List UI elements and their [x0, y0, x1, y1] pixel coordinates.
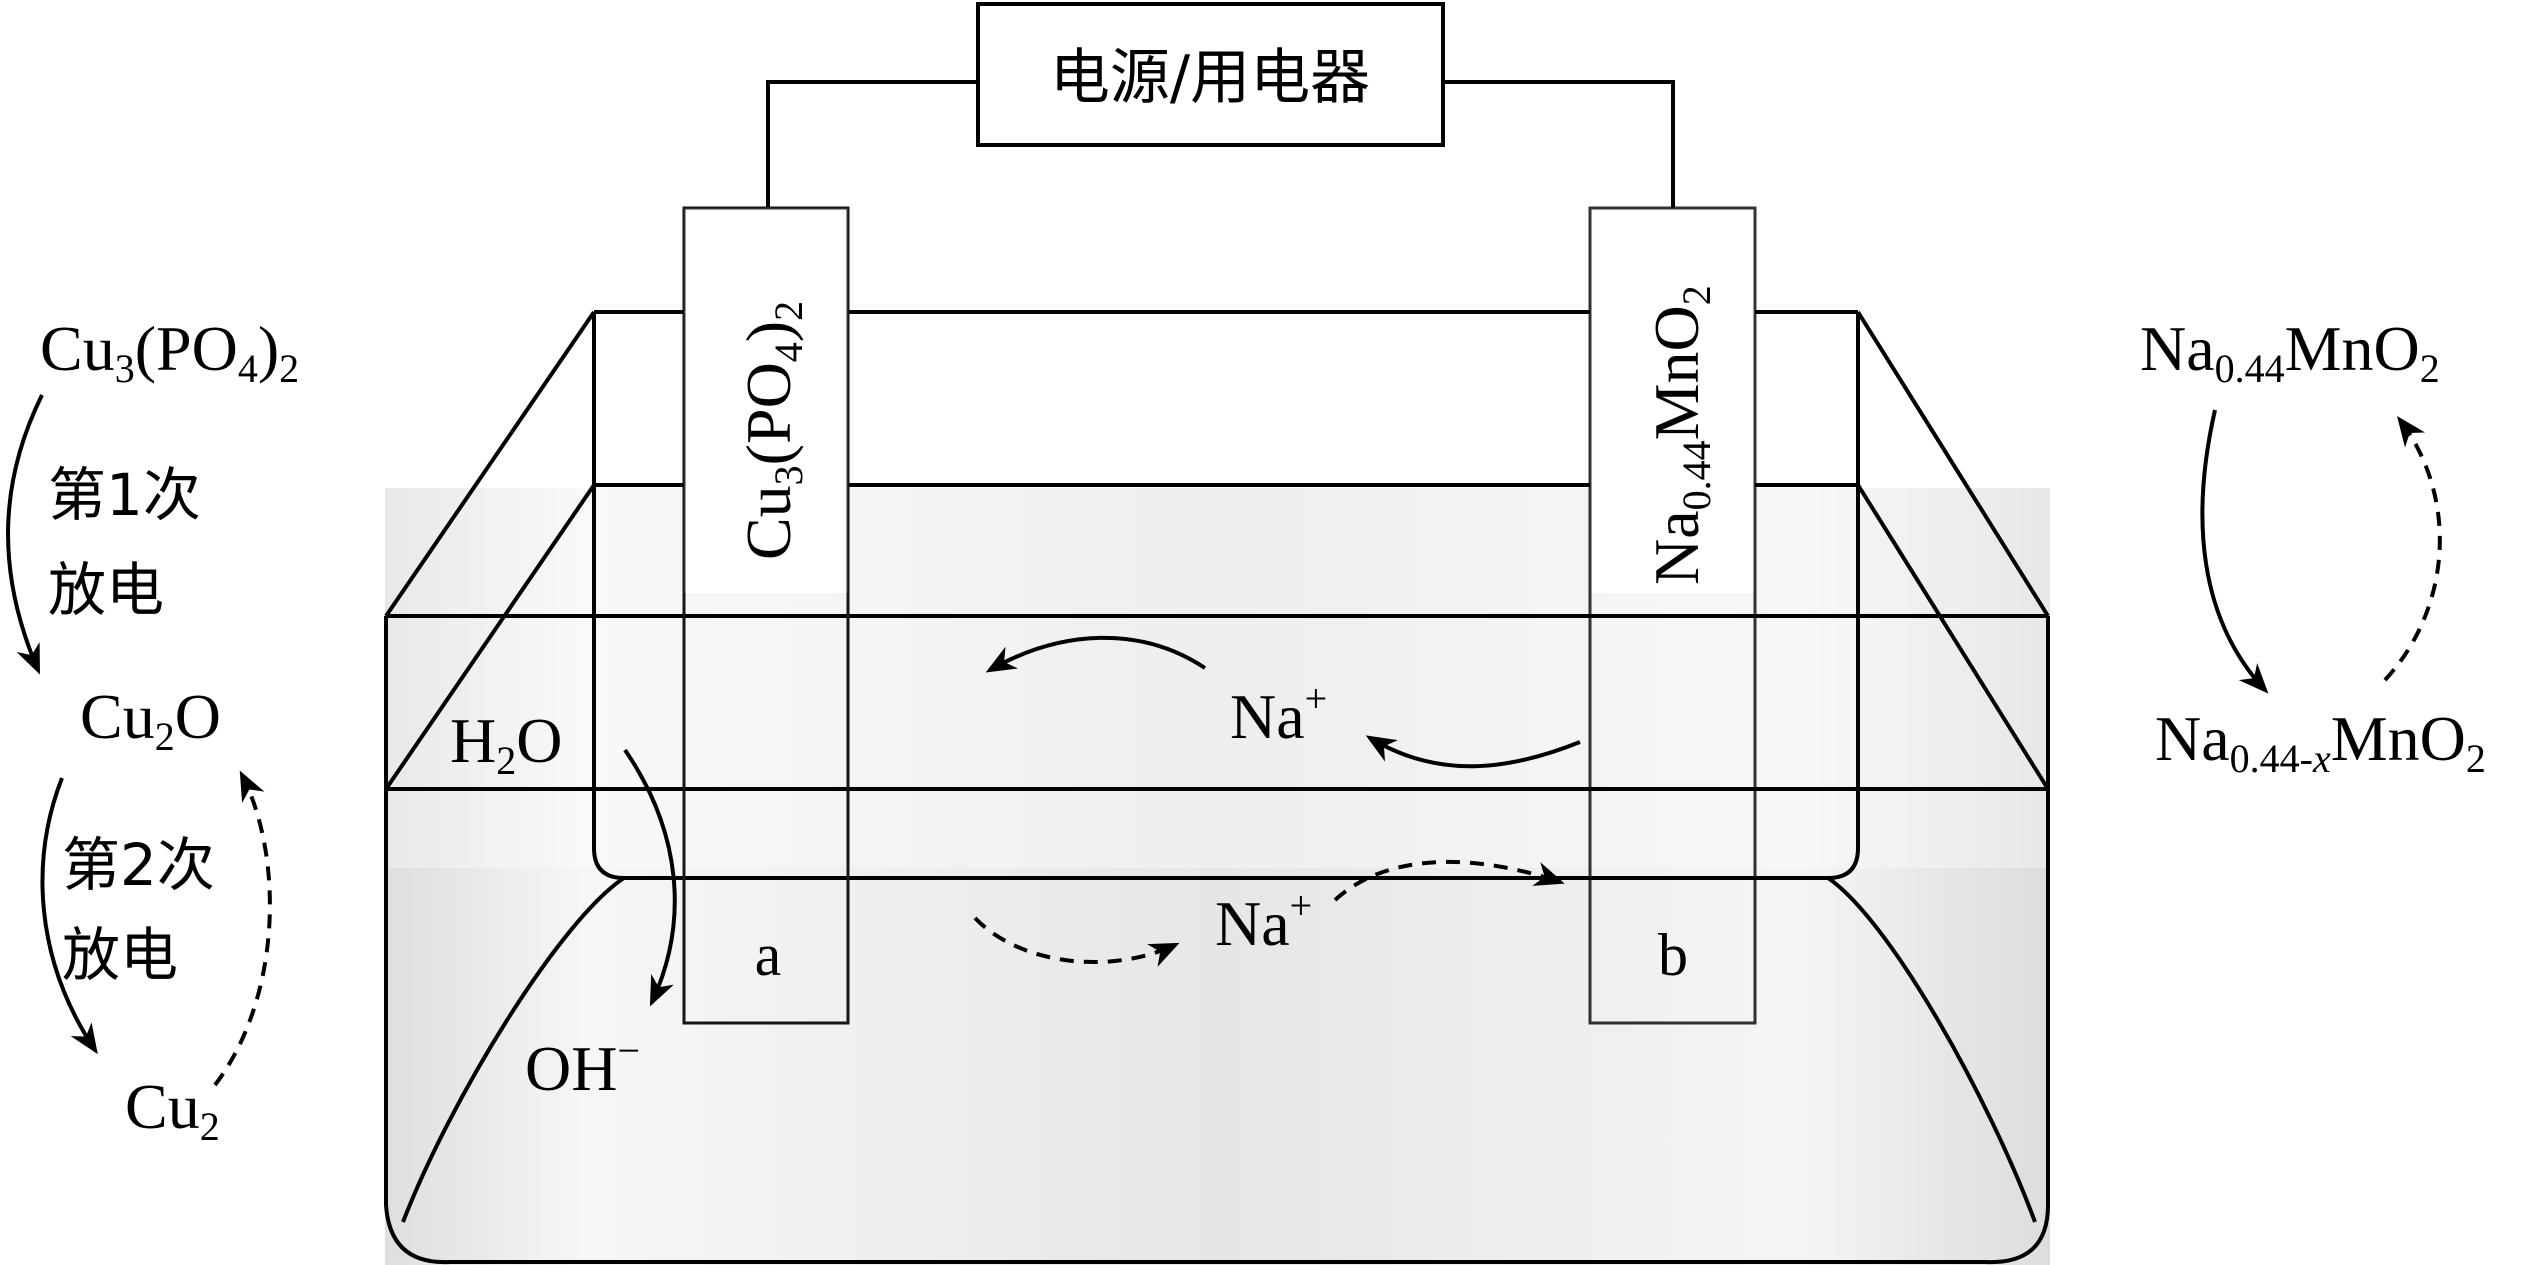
power-source-label: 电源/用电器: [1050, 43, 1370, 113]
arrow-sodium-from-b: [1365, 735, 1581, 769]
left-cycle-middle: Cu2O: [80, 681, 221, 759]
sodium-ion-upper: Na+: [1230, 676, 1327, 752]
left-cycle: Cu3(PO4)2 第1次 放电 Cu2O 第2次 放电 Cu2: [6, 313, 299, 1149]
arrow-sodium-lower-dashed: [973, 916, 1180, 967]
hydroxide-label: OH−: [525, 1028, 640, 1104]
arrow-sodium-upper-left: [985, 635, 1207, 673]
electrode-a-label: Cu3(PO4)2: [733, 301, 811, 560]
right-cycle: Na0.44MnO2 Na0.44-xMnO2: [2140, 313, 2486, 781]
svg-text:Na0.44MnO2: Na0.44MnO2: [1641, 285, 1719, 585]
left-step1-line1: 第1次: [48, 461, 201, 529]
left-step2-line1: 第2次: [62, 831, 215, 899]
container: [384, 310, 2050, 1265]
svg-text:Cu3(PO4)2: Cu3(PO4)2: [733, 301, 811, 560]
arrow-right-discharge: [2200, 409, 2269, 694]
arrow-left-reverse-dashed: [213, 770, 272, 1087]
left-cycle-bottom: Cu2: [125, 1071, 220, 1149]
left-step2-line2: 放电: [62, 921, 178, 989]
arrow-left-step1: [6, 394, 44, 675]
sodium-ion-lower: Na+: [1215, 883, 1312, 959]
power-source: 电源/用电器: [976, 2, 1445, 147]
arrow-left-step2: [40, 777, 98, 1055]
water-label: H2O: [450, 705, 562, 783]
left-cycle-top: Cu3(PO4)2: [40, 313, 299, 391]
external-wire: [766, 80, 1675, 208]
electrode-b-label: Na0.44MnO2: [1641, 285, 1719, 585]
arrow-water-to-hydroxide: [623, 748, 677, 1007]
electrode-a-letter: a: [755, 922, 782, 988]
arrow-sodium-to-b-dashed: [1333, 859, 1565, 902]
electrode-a: Cu3(PO4)2 a: [682, 206, 850, 1025]
electrode-b: Na0.44MnO2 b: [1588, 206, 1757, 1025]
electrode-b-letter: b: [1658, 922, 1688, 988]
left-step1-line2: 放电: [48, 556, 164, 624]
right-cycle-bottom: Na0.44-xMnO2: [2155, 703, 2486, 781]
right-cycle-top: Na0.44MnO2: [2140, 313, 2440, 391]
arrow-right-charge-dashed: [2383, 415, 2442, 682]
